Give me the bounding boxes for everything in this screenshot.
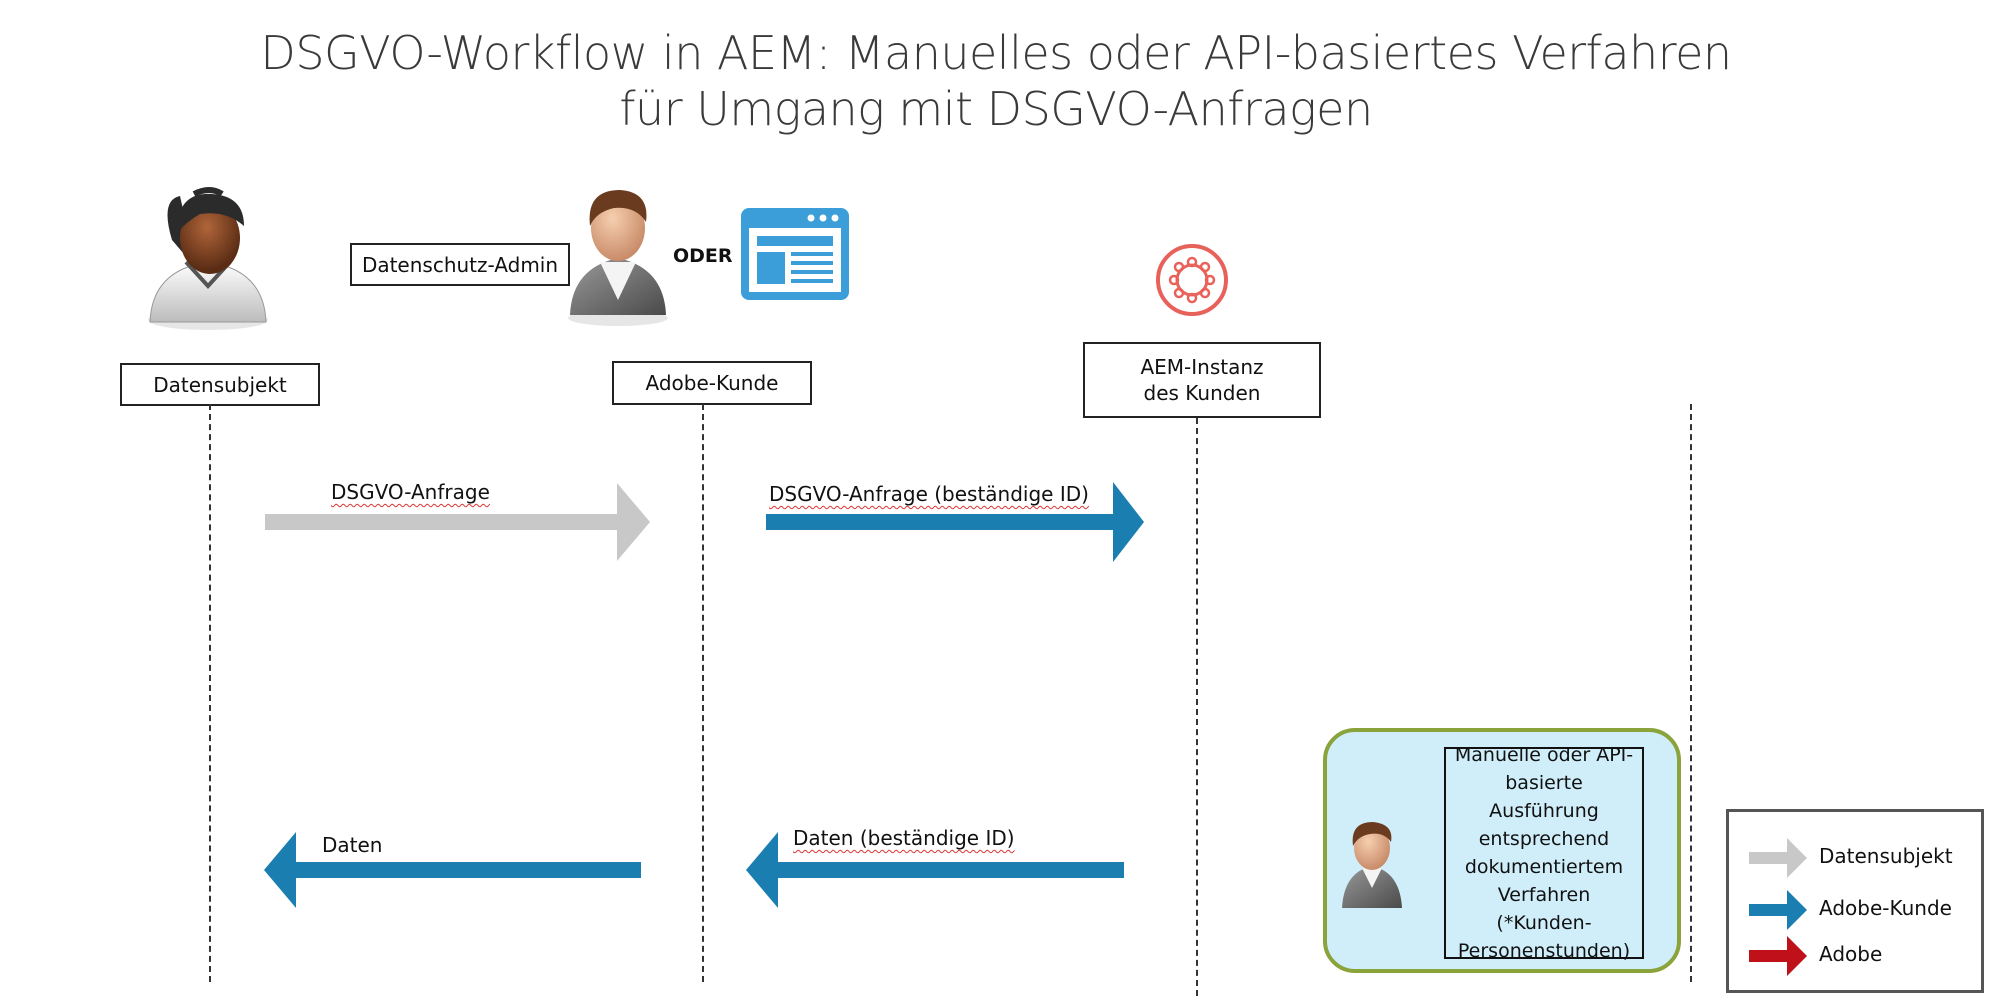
arrow-data-blue bbox=[264, 832, 641, 908]
process-line: Verfahren bbox=[1497, 884, 1591, 906]
lifeline-aem-instance bbox=[1196, 418, 1198, 996]
lifeline-adobe bbox=[1690, 404, 1692, 982]
legend-label: Adobe bbox=[1819, 942, 1883, 966]
legend-item-data-subject: Datensubjekt bbox=[1729, 838, 1981, 878]
lifeline-adobe-customer bbox=[702, 404, 704, 982]
message-data-text: Daten bbox=[322, 833, 383, 857]
legend: Datensubjekt Adobe-Kunde Adobe bbox=[1726, 809, 1984, 993]
message-request-persistent-text: DSGVO-Anfrage (beständige ID) bbox=[769, 482, 1089, 506]
message-request-text: DSGVO-Anfrage bbox=[331, 480, 490, 504]
female-person-icon bbox=[148, 187, 268, 330]
arrow-request-persistent-blue bbox=[766, 482, 1144, 562]
actor-aem-instance: AEM-Instanz des Kunden bbox=[1083, 342, 1321, 418]
actor-adobe-customer-label: Adobe-Kunde bbox=[645, 371, 779, 395]
arrow-data-persistent-blue bbox=[746, 832, 1124, 908]
actor-adobe-customer: Adobe-Kunde bbox=[612, 361, 812, 405]
browser-window-icon bbox=[741, 208, 849, 300]
arrow-request-gray bbox=[265, 483, 650, 561]
actor-privacy-admin: Datenschutz-Admin bbox=[350, 243, 570, 286]
process-description-lines: Manuelle oder API- basierte Ausführung e… bbox=[1448, 741, 1640, 965]
lifeline-data-subject bbox=[209, 404, 211, 982]
legend-label: Adobe-Kunde bbox=[1819, 896, 1952, 920]
message-request-label: DSGVO-Anfrage bbox=[331, 480, 490, 504]
adobe-experience-cloud-icon bbox=[1156, 244, 1228, 316]
legend-arrow-blue-icon bbox=[1749, 890, 1807, 930]
legend-item-adobe: Adobe bbox=[1729, 936, 1981, 976]
process-line: (*Kunden- bbox=[1496, 912, 1592, 934]
process-line: entsprechend bbox=[1478, 828, 1610, 850]
or-label: ODER bbox=[673, 245, 733, 267]
actor-aem-instance-label-1: AEM-Instanz bbox=[1140, 355, 1264, 379]
message-request-persistent-label: DSGVO-Anfrage (beständige ID) bbox=[769, 482, 1089, 506]
diagram-title-line-2: für Umgang mit DSGVO-Anfragen bbox=[619, 82, 1373, 136]
process-line: Personenstunden) bbox=[1457, 940, 1631, 962]
male-person-icon bbox=[568, 190, 668, 326]
diagram-title-line-1: DSGVO-Workflow in AEM: Manuelles oder AP… bbox=[260, 26, 1732, 80]
actor-data-subject: Datensubjekt bbox=[120, 363, 320, 406]
message-data-persistent-text: Daten (beständige ID) bbox=[793, 826, 1015, 850]
process-line: dokumentiertem bbox=[1464, 856, 1624, 878]
actor-privacy-admin-label: Datenschutz-Admin bbox=[361, 252, 559, 277]
process-description: Manuelle oder API- basierte Ausführung e… bbox=[1444, 744, 1644, 962]
process-line: basierte Ausführung bbox=[1489, 772, 1599, 822]
process-line: Manuelle oder API- bbox=[1454, 744, 1634, 766]
actor-data-subject-label: Datensubjekt bbox=[153, 372, 287, 397]
legend-arrow-gray-icon bbox=[1749, 838, 1807, 878]
actor-aem-instance-label-2: des Kunden bbox=[1143, 381, 1261, 405]
legend-label: Datensubjekt bbox=[1819, 844, 1953, 868]
message-data-persistent-label: Daten (beständige ID) bbox=[793, 826, 1015, 850]
legend-item-adobe-customer: Adobe-Kunde bbox=[1729, 890, 1981, 930]
message-data-label: Daten bbox=[322, 833, 382, 857]
legend-arrow-red-icon bbox=[1749, 936, 1807, 976]
